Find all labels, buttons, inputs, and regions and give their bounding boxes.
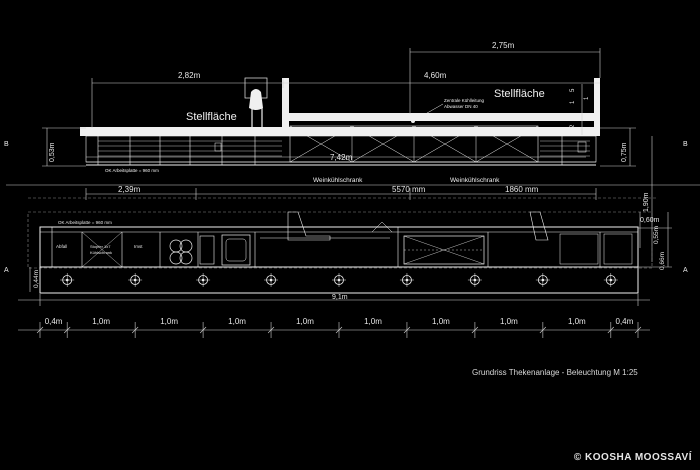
dim-7-42: 7,42m [330, 153, 353, 162]
light-spacing-dimensions: 0,4m 1,0m 1,0m 1,0m 1,0m 1,0m 1,0m 1,0m 1,0m 0,4m [18, 317, 650, 338]
lower-counter [39, 211, 639, 268]
light-fixture-icon [264, 273, 279, 287]
dim-0-53: 0,53m [49, 142, 56, 162]
section-b-right: B [683, 141, 688, 148]
light-fixture-icon [332, 273, 346, 287]
light-fixture-icon [399, 273, 414, 287]
dim-2-75: 2,75m [492, 41, 515, 50]
stellflaeche-right-label: Stellfläche [494, 88, 545, 100]
dishwasher [199, 235, 215, 265]
light-fixture-icon [535, 273, 550, 287]
dim-small-2: 2 [570, 124, 576, 128]
upper-raised-wall-left [282, 78, 289, 136]
dim-0-60: 0,60m [640, 217, 660, 224]
lower-right-dimensions [29, 212, 672, 292]
spacing-label: 1,0m [228, 317, 246, 326]
double-sink-icon [221, 234, 251, 266]
spacing-label: 1,0m [432, 317, 450, 326]
spacing-label: 0,4m [616, 317, 634, 326]
dim-0-44: 0,44m [33, 270, 40, 288]
section-b-left: B [4, 141, 9, 148]
dim-0-55: 0,55m [653, 226, 660, 244]
upper-raised-bar [288, 113, 600, 121]
light-fixture-icon [467, 273, 482, 287]
unit-abfall-label: Abfall [56, 244, 67, 249]
dim-small-5: 5 [570, 88, 576, 92]
dim-small-1a: 1 [570, 100, 576, 104]
light-fixture-icon [60, 273, 75, 287]
dim-small-1b: 1 [584, 96, 590, 100]
stellflaeche-left-label: Stellfläche [186, 111, 237, 123]
dim-1860: 1860 mm [505, 185, 539, 194]
ok-worktop-bottom-label: OK Arbeitsplatte = 960 mm [58, 220, 112, 225]
spacing-label: 1,0m [568, 317, 586, 326]
dim-2-82: 2,82m [178, 71, 201, 80]
unit-kuehlschrank-label: Kühlschrank [90, 250, 112, 255]
spacing-label: 1,0m [160, 317, 178, 326]
wine-cooler-1-label: Weinkühlschrank [313, 177, 363, 184]
wine-cooler-2-label: Weinkühlschrank [450, 177, 500, 184]
dim-0-66: 0,66m [659, 252, 666, 270]
dim-4-60: 4,60m [424, 71, 447, 80]
axis-a-right: A [683, 267, 688, 274]
light-fixture-icon [196, 273, 211, 287]
light-fixture-icon [128, 273, 143, 287]
lower-counter-body [39, 226, 639, 268]
upper-dimension-texts: 2,75m 2,82m 4,60m 7,42m 2,39m 5570 mm 18… [49, 41, 650, 212]
upper-counter [80, 77, 600, 166]
ceiling-outline [27, 197, 656, 269]
upper-countertop [80, 127, 600, 136]
spacing-label: 1,0m [92, 317, 110, 326]
dim-2-39: 2,39m [118, 185, 141, 194]
ok-worktop-top-label: OK Arbeitsplatte = 960 mm [105, 168, 159, 173]
spacing-label: 0,4m [45, 317, 63, 326]
lower-right-dimension-texts: 0,60m 0,55m 0,66m 0,44m [33, 217, 666, 288]
spacing-label: 1,0m [500, 317, 518, 326]
drain-label: Abwasser DN 40 [444, 104, 478, 109]
spacing-label: 1,0m [364, 317, 382, 326]
upper-labels: Stellfläche Stellfläche Zentrale Kühllei… [4, 88, 688, 184]
total-width-dimension: 9,1m [18, 294, 650, 306]
dim-1-90: 1,90m [643, 192, 650, 212]
ceiling-lights [60, 273, 618, 287]
author-credit: © KOOSHA MOOSSAVÍ [573, 452, 692, 463]
dim-9-1: 9,1m [332, 294, 348, 301]
dim-5570: 5570 mm [392, 185, 426, 194]
unit-mid-label: Stopfer 1x7 [90, 244, 111, 249]
dim-0-75: 0,75m [621, 142, 628, 162]
cooling-line-label: Zentrale Kühlleitung [444, 98, 485, 103]
lighting-rail [39, 266, 639, 294]
axis-a-left: A [4, 267, 9, 274]
lower-labels: OK Arbeitsplatte = 960 mm Abfall Stopfer… [4, 220, 688, 274]
upper-raised-wall-right [594, 78, 600, 136]
unit-imst-label: Imst [134, 244, 143, 249]
spacing-label: 1,0m [296, 317, 314, 326]
person-icon [249, 89, 263, 110]
drawing-caption: Grundriss Thekenanlage - Beleuchtung M 1… [472, 368, 638, 377]
upper-dimensions [6, 48, 700, 262]
light-fixture-icon [603, 273, 618, 287]
